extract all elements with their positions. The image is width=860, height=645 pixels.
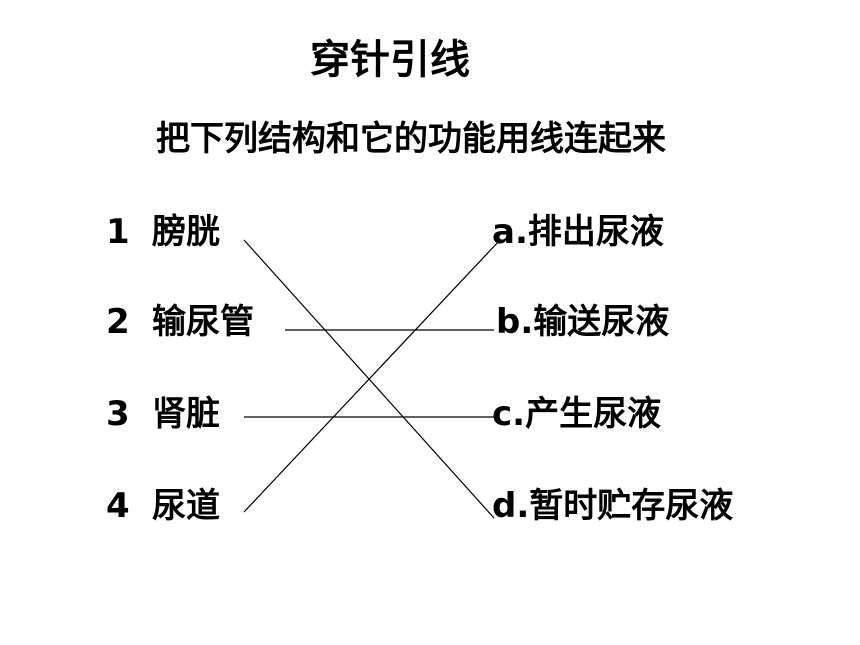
structure-number-4: 4 xyxy=(106,486,130,526)
structure-number-1: 1 xyxy=(106,212,130,252)
function-a: a.排出尿液 xyxy=(492,212,664,252)
structure-urethra: 尿道 xyxy=(152,486,220,526)
connector-4-a xyxy=(243,239,501,513)
function-c: c.产生尿液 xyxy=(492,394,662,434)
structure-kidney: 肾脏 xyxy=(152,394,220,434)
instruction-text: 把下列结构和它的功能用线连起来 xyxy=(156,119,666,159)
structure-ureter: 输尿管 xyxy=(152,302,254,342)
structure-number-2: 2 xyxy=(106,302,130,342)
page-title: 穿针引线 xyxy=(310,37,470,83)
structure-bladder: 膀胱 xyxy=(152,212,220,252)
function-b: b.输送尿液 xyxy=(496,302,670,342)
function-d: d.暂时贮存尿液 xyxy=(492,486,734,526)
structure-number-3: 3 xyxy=(106,394,130,434)
